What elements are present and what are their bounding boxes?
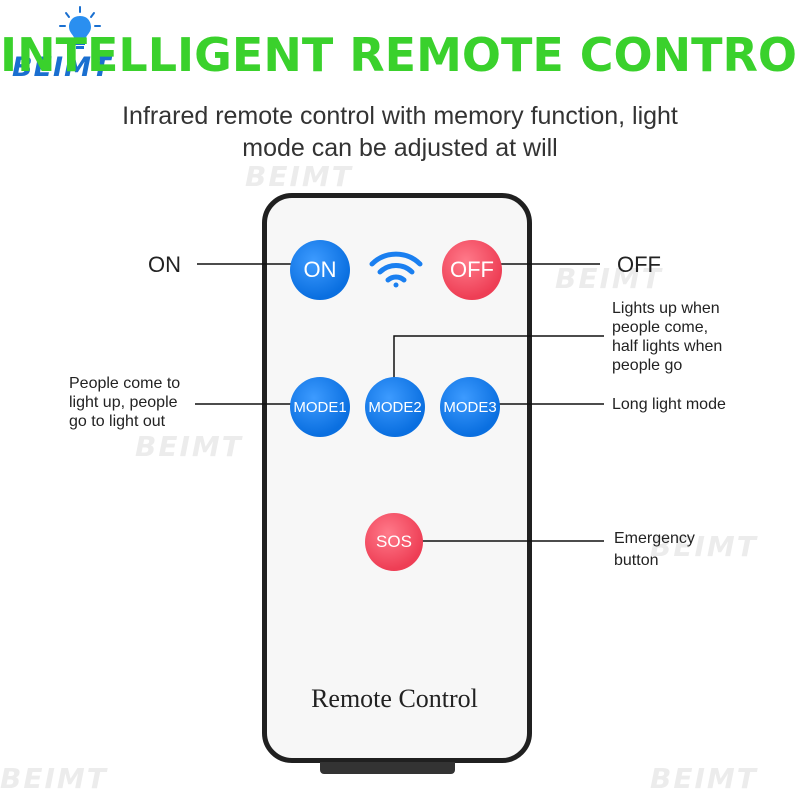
sos-callout: Emergency button <box>614 528 724 572</box>
callout-line: go to light out <box>69 413 166 430</box>
mode2-button[interactable]: MODE2 <box>365 377 425 437</box>
callout-line: button <box>614 552 659 569</box>
callout-line: people go <box>612 357 683 374</box>
mode3-button-label: MODE3 <box>443 398 497 416</box>
subtitle-line: mode can be adjusted at will <box>242 134 558 162</box>
watermark: BEIMT <box>135 430 243 463</box>
callout-line: Lights up when <box>612 300 720 317</box>
on-callout: ON <box>148 252 181 277</box>
lightbulb-icon <box>58 6 102 57</box>
watermark: BEIMT <box>0 762 108 795</box>
mode1-callout: People come to light up, people go to li… <box>69 374 219 431</box>
sos-button-label: SOS <box>376 532 412 551</box>
off-callout: OFF <box>617 252 661 277</box>
brand-logo-text: BEIMT <box>12 52 112 83</box>
mode3-button[interactable]: MODE3 <box>440 377 500 437</box>
callout-line: Emergency <box>614 530 695 547</box>
sos-button[interactable]: SOS <box>365 513 423 571</box>
on-button[interactable]: ON <box>290 240 350 300</box>
mode3-callout: Long light mode <box>612 396 726 413</box>
callout-line: people come, <box>612 319 709 336</box>
callout-line: light up, people <box>69 394 178 411</box>
watermark: BEIMT <box>245 160 353 193</box>
watermark: BEIMT <box>650 530 758 563</box>
mode1-button[interactable]: MODE1 <box>290 377 350 437</box>
mode2-callout: Lights up when people come, half lights … <box>612 299 762 375</box>
mode2-button-label: MODE2 <box>368 398 422 416</box>
off-button-label: OFF <box>450 257 494 282</box>
watermark: BEIMT <box>650 762 758 795</box>
callout-line: People come to <box>69 375 181 392</box>
on-button-label: ON <box>303 257 337 282</box>
mode1-button-label: MODE1 <box>293 398 347 416</box>
wifi-signal-icon <box>368 250 424 293</box>
watermark: BEIMT <box>555 262 663 295</box>
callout-line: half lights when <box>612 338 723 355</box>
off-button[interactable]: OFF <box>442 240 502 300</box>
subtitle: Infrared remote control with memory func… <box>60 100 740 164</box>
remote-battery-cover <box>320 762 455 774</box>
page-title: INTELLIGENT REMOTE CONTROL <box>0 28 800 82</box>
remote-control-label: Remote Control <box>311 684 478 713</box>
subtitle-line: Infrared remote control with memory func… <box>122 102 678 130</box>
brand-logo: BEIMT <box>8 6 158 84</box>
